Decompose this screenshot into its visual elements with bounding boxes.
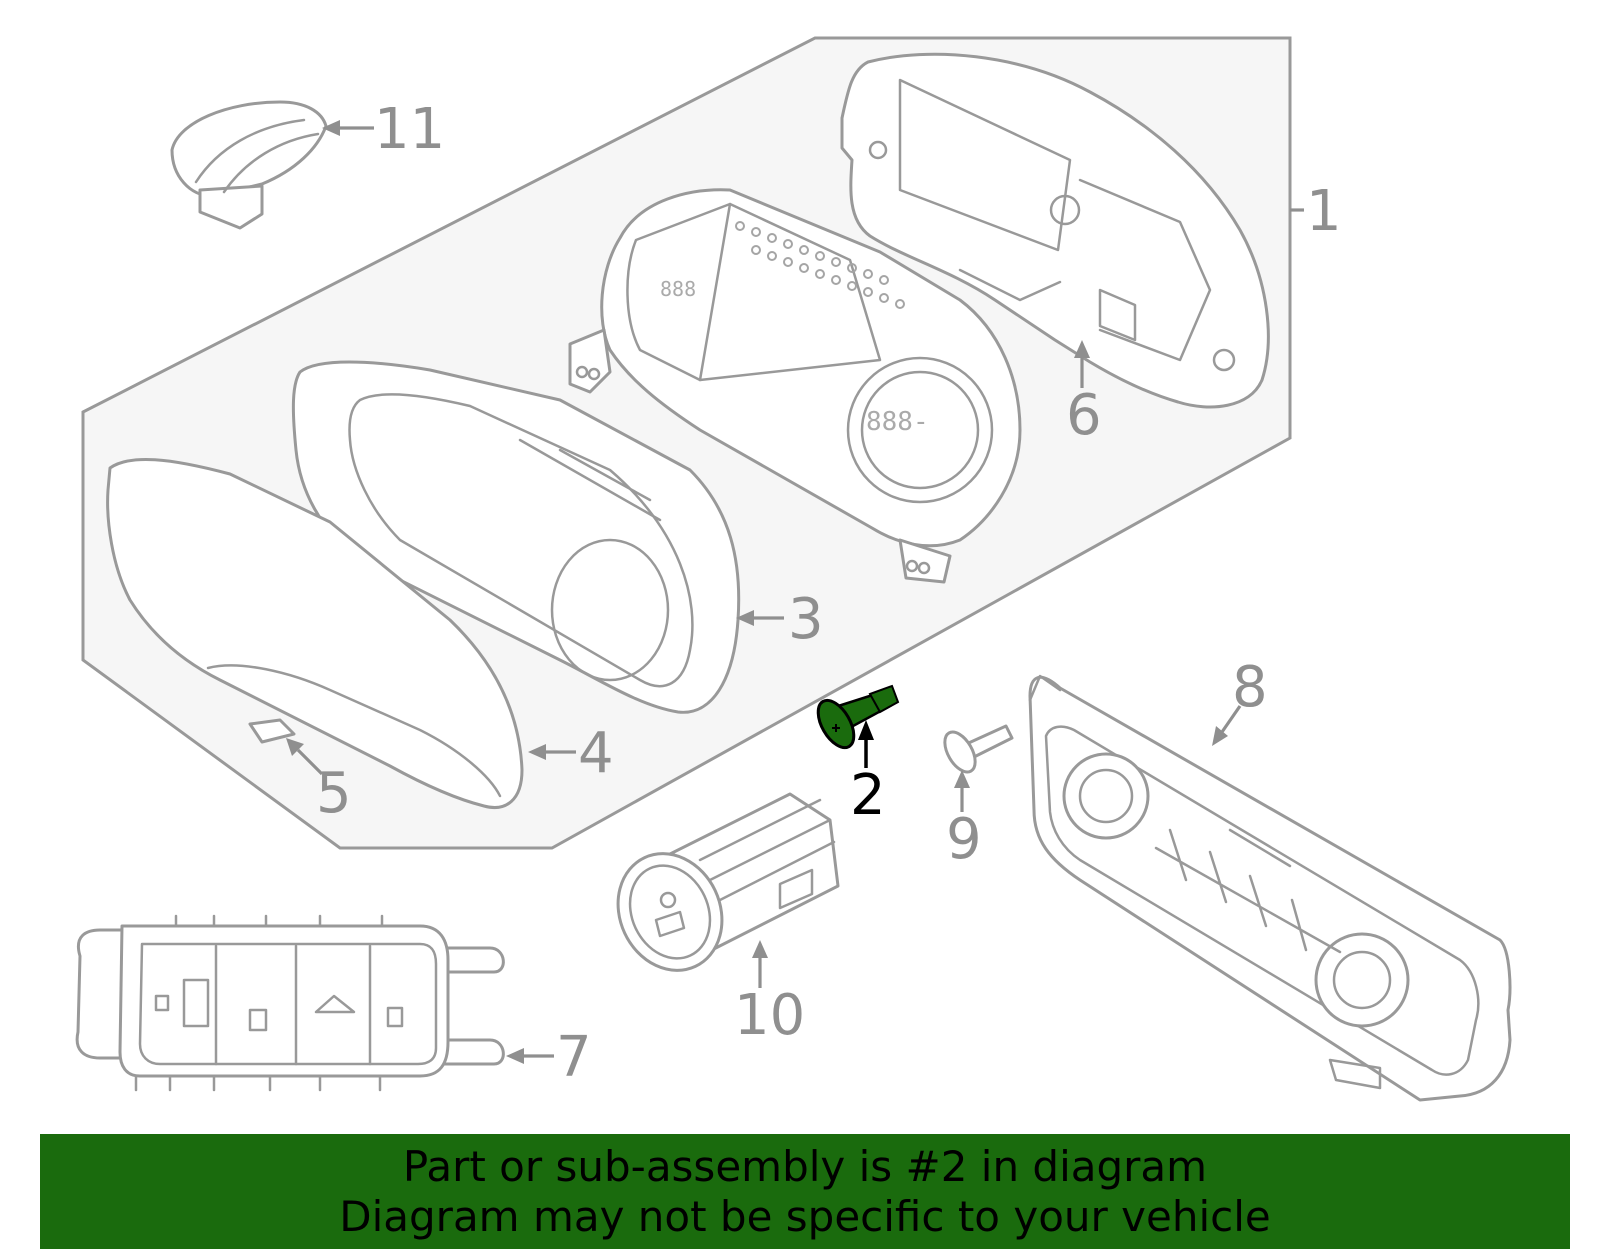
callout-1: 1 (1290, 179, 1342, 244)
callout-8: 8 (1212, 655, 1268, 746)
part-4-window-lens[interactable] (106, 457, 524, 809)
callout-1-label: 1 (1306, 179, 1342, 244)
part-2-screw[interactable] (811, 684, 900, 754)
part-6-rear-housing[interactable] (840, 52, 1270, 409)
callout-5: 5 (286, 738, 352, 826)
part-7-switch-panel[interactable] (75, 914, 505, 1092)
part-9-screw[interactable] (939, 724, 1014, 777)
callout-11: 11 (322, 97, 445, 162)
callout-10-label: 10 (734, 983, 805, 1048)
callout-7: 7 (506, 1025, 592, 1090)
callout-6: 6 (1066, 340, 1102, 448)
callout-9-label: 9 (946, 807, 982, 872)
callout-7-label: 7 (556, 1025, 592, 1090)
banner-line-2: Diagram may not be specific to your vehi… (339, 1191, 1271, 1241)
callout-6-label: 6 (1066, 383, 1102, 448)
callout-5-label: 5 (316, 761, 352, 826)
part-10-start-button[interactable] (599, 792, 840, 988)
banner-line-1: Part or sub-assembly is #2 in diagram (402, 1141, 1208, 1191)
callout-9: 9 (946, 770, 982, 872)
svg-text:888-: 888- (866, 407, 929, 437)
callout-2-label: 2 (850, 763, 886, 828)
info-banner: Part or sub-assembly is #2 in diagram Di… (40, 1134, 1570, 1249)
callout-4: 4 (528, 721, 614, 786)
part-8-climate-control[interactable] (1028, 674, 1512, 1102)
callout-8-label: 8 (1232, 655, 1268, 720)
part-11-knob-cap[interactable] (170, 100, 328, 230)
callout-3-label: 3 (788, 587, 824, 652)
callout-10: 10 (734, 940, 805, 1048)
part-3-lens-mask[interactable] (291, 360, 741, 714)
callout-2: 2 (850, 720, 886, 828)
svg-text:888: 888 (660, 277, 696, 301)
callout-3: 3 (736, 587, 824, 652)
callout-11-label: 11 (374, 97, 445, 162)
callout-4-label: 4 (578, 721, 614, 786)
gauge-circuit-board: 888- 888 (568, 188, 1022, 584)
